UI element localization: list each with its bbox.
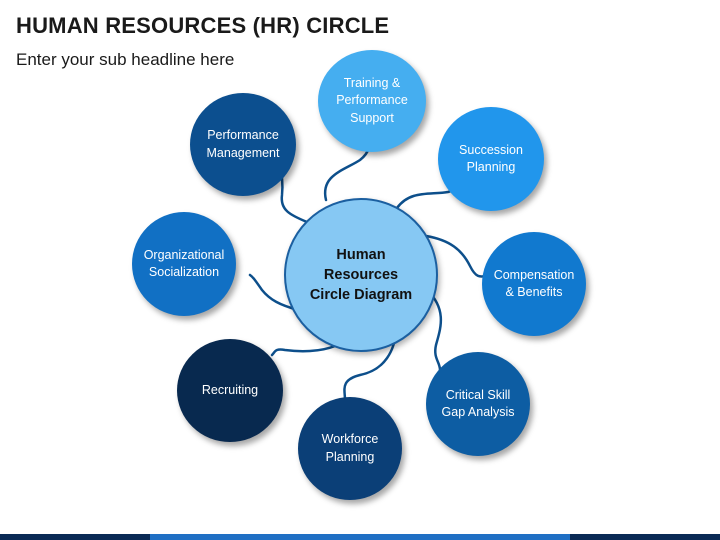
node-organizational-socialization: Organizational Socialization	[132, 212, 236, 316]
node-compensation-benefits: Compensation & Benefits	[482, 232, 586, 336]
node-succession-planning: Succession Planning	[438, 107, 544, 211]
node-critical-skill-gap-analysis: Critical Skill Gap Analysis	[426, 352, 530, 456]
connector-performance	[280, 176, 309, 224]
connector-recruiting	[270, 344, 337, 357]
center-circle: Human Resources Circle Diagram	[284, 198, 438, 352]
connector-compensation	[424, 234, 488, 278]
connector-skill-gap	[425, 288, 443, 372]
node-workforce-planning: Workforce Planning	[298, 397, 402, 500]
node-recruiting: Recruiting	[177, 339, 283, 442]
node-training-performance-support: Training & Performance Support	[318, 50, 426, 152]
node-performance-management: Performance Management	[190, 93, 296, 196]
page-title: HUMAN RESOURCES (HR) CIRCLE	[16, 13, 390, 38]
connector-workforce	[343, 328, 398, 402]
page-subtitle: Enter your sub headline here	[16, 50, 235, 69]
connector-socialization	[248, 273, 300, 312]
bottom-accent-bar	[0, 534, 720, 540]
